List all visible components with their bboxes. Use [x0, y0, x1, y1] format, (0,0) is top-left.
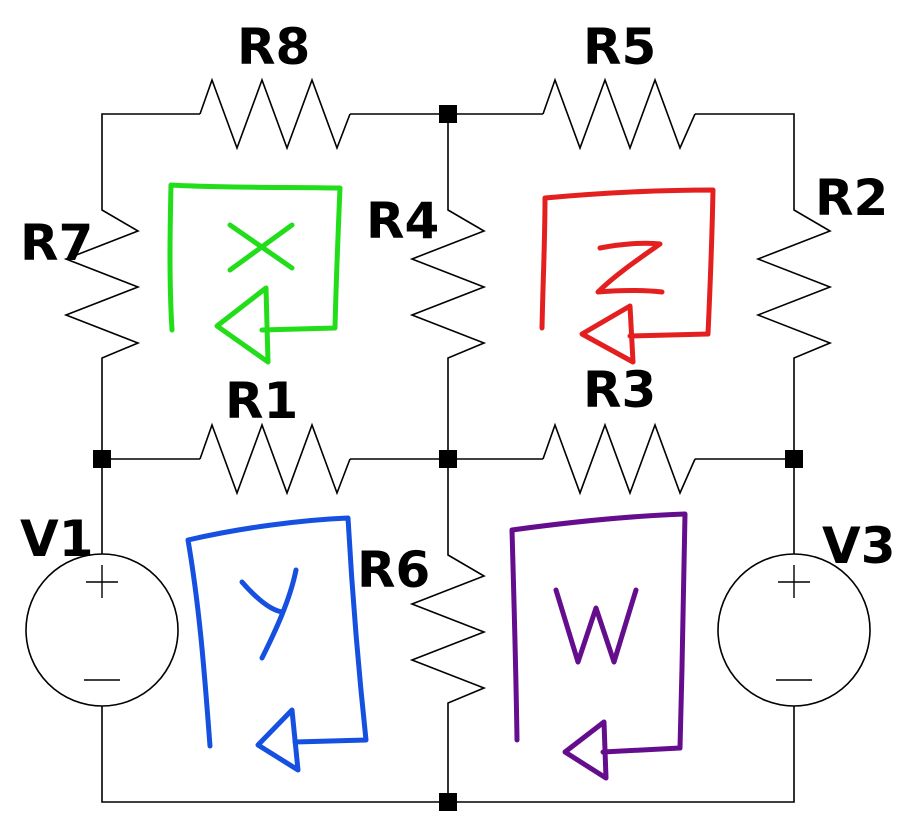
resistor-r7	[63, 195, 141, 367]
loop-arrowhead-z[interactable]	[579, 303, 636, 365]
loop-letter-w	[553, 587, 639, 665]
mesh-loop-w	[509, 511, 688, 781]
loop-letter-x	[227, 222, 295, 273]
loop-outline-x	[167, 182, 343, 333]
junction-node	[439, 450, 457, 468]
junction-node	[439, 105, 457, 123]
label-r6: R6	[357, 541, 430, 599]
label-v3: V3	[822, 517, 896, 575]
component-labels: R8 R5 R7 R4 R2 R1 R3 R6 V1 V3	[20, 18, 896, 599]
plus-sign-icon	[778, 565, 810, 598]
mesh-loop-y	[185, 515, 369, 773]
loop-letter-z	[595, 240, 665, 295]
resistor-r6	[409, 540, 487, 712]
mesh-loop-z	[539, 187, 716, 365]
junction-node	[93, 450, 111, 468]
loop-arrowhead-w[interactable]	[562, 719, 609, 781]
resistors	[63, 77, 833, 712]
junction-node	[785, 450, 803, 468]
loop-outline-w	[509, 511, 688, 755]
label-r7: R7	[20, 214, 93, 272]
resistor-r8	[199, 77, 351, 151]
wire-top-left	[101, 113, 448, 195]
label-r1: R1	[225, 372, 298, 430]
mesh-loop-x	[167, 182, 343, 365]
resistor-r5	[542, 77, 696, 151]
loop-letter-y	[239, 567, 299, 661]
junction-nodes	[93, 105, 803, 811]
loop-arrowhead-y[interactable]	[255, 707, 301, 773]
label-v1: V1	[20, 510, 94, 568]
label-r4: R4	[366, 192, 439, 250]
loop-outline-y	[185, 515, 369, 749]
resistor-r2	[755, 195, 833, 367]
source-body-v1	[25, 553, 179, 707]
voltage-source-v1	[25, 553, 179, 707]
loop-arrowhead-x[interactable]	[214, 285, 271, 365]
label-r8: R8	[237, 18, 310, 76]
label-r3: R3	[583, 361, 656, 419]
voltage-source-v3	[717, 553, 871, 707]
loop-outline-z	[539, 187, 716, 339]
junction-node	[439, 793, 457, 811]
label-r5: R5	[583, 18, 656, 76]
resistor-r1	[199, 422, 351, 496]
source-body-v3	[717, 553, 871, 707]
label-r2: R2	[815, 169, 888, 227]
wire-top-right	[448, 113, 795, 195]
resistor-r4	[409, 195, 487, 367]
resistor-r3	[542, 422, 696, 496]
plus-sign-icon	[86, 565, 118, 598]
